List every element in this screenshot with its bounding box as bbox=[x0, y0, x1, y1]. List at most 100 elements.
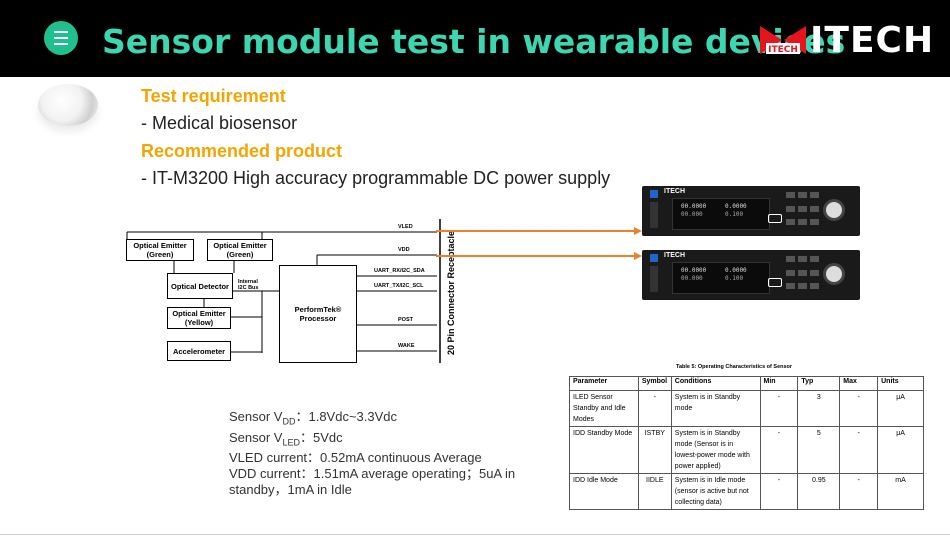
side-panel bbox=[650, 266, 658, 292]
cell: - bbox=[759, 473, 799, 510]
device-brand: ITECH bbox=[664, 188, 685, 195]
cell: - bbox=[839, 473, 879, 510]
power-supply-2: ITECH 00.0000 0.0000 00.000 0.100 bbox=[642, 250, 860, 300]
device-brand: ITECH bbox=[664, 252, 685, 259]
signal-uart-tx: UART_TX/I2C_SCL bbox=[374, 283, 424, 289]
header-bar: Sensor module test in wearable devices I… bbox=[0, 0, 950, 77]
key[interactable] bbox=[786, 205, 795, 212]
cell: μA bbox=[877, 390, 924, 427]
connector-label: 20 Pin Connector Receptacle bbox=[446, 230, 456, 356]
key[interactable] bbox=[786, 283, 795, 290]
cell: - bbox=[759, 426, 799, 474]
spec-vled-current: VLED current：0.52mA continuous Average bbox=[229, 450, 482, 466]
spec-vdd-current: VDD current：1.51mA average operating；5uA… bbox=[229, 466, 516, 482]
key[interactable] bbox=[810, 205, 819, 212]
internal-bus-label: Internal I2C Bus bbox=[238, 279, 259, 291]
a-setpoint: 0.100 bbox=[725, 275, 744, 282]
cell: System is in Standby mode (Sensor is in … bbox=[670, 426, 761, 474]
usb-port-icon bbox=[768, 214, 782, 223]
table-row: IDD Idle Mode IIDLE System is in Idle mo… bbox=[569, 473, 924, 510]
cell: mA bbox=[877, 473, 924, 510]
key[interactable] bbox=[810, 219, 819, 226]
a-readout: 0.0000 bbox=[725, 203, 747, 210]
a-readout: 0.0000 bbox=[725, 267, 747, 274]
cell: - bbox=[759, 390, 799, 427]
header-conditions: Conditions bbox=[670, 376, 761, 391]
key[interactable] bbox=[798, 192, 807, 198]
key[interactable] bbox=[798, 283, 807, 290]
key[interactable] bbox=[810, 283, 819, 290]
header-max: Max bbox=[839, 376, 879, 391]
cell: μA bbox=[877, 426, 924, 474]
power-supply-1: ITECH 00.0000 0.0000 00.000 0.100 bbox=[642, 186, 860, 236]
key[interactable] bbox=[810, 192, 819, 198]
v-readout: 00.0000 bbox=[681, 267, 707, 274]
spec-vdd-current-cont: standby，1mA in Idle bbox=[229, 482, 352, 498]
key[interactable] bbox=[810, 256, 819, 262]
cell: 5 bbox=[797, 426, 841, 474]
cell: - bbox=[637, 390, 672, 427]
header-min: Min bbox=[759, 376, 799, 391]
key[interactable] bbox=[798, 205, 807, 212]
page-title: Sensor module test in wearable devices bbox=[102, 22, 846, 61]
keypad[interactable] bbox=[786, 192, 819, 230]
key[interactable] bbox=[786, 219, 795, 226]
decorative-orb bbox=[38, 84, 98, 126]
block-diagram: Optical Emitter (Green) Optical Emitter … bbox=[122, 215, 462, 365]
optical-emitter-green-1: Optical Emitter (Green) bbox=[126, 239, 194, 261]
test-requirement-item: - Medical biosensor bbox=[141, 113, 298, 133]
spec-list: Sensor VDD：1.8Vdc~3.3Vdc Sensor VLED：5Vd… bbox=[229, 409, 515, 498]
logo-mark-text: ITECH bbox=[768, 45, 798, 55]
usb-port-icon bbox=[768, 278, 782, 287]
cell: ISTBY bbox=[637, 426, 672, 474]
optical-detector: Optical Detector bbox=[167, 273, 233, 299]
power-button[interactable] bbox=[650, 254, 658, 262]
rotary-knob[interactable] bbox=[823, 263, 845, 285]
recommended-heading: Recommended product bbox=[141, 141, 343, 161]
side-panel bbox=[650, 202, 658, 228]
a-setpoint: 0.100 bbox=[725, 211, 744, 218]
hamburger-icon bbox=[54, 29, 68, 47]
key[interactable] bbox=[798, 269, 807, 276]
cell: IIDLE bbox=[637, 473, 672, 510]
menu-button[interactable] bbox=[44, 21, 78, 55]
processor: PerformTek® Processor bbox=[279, 265, 357, 363]
key[interactable] bbox=[786, 269, 795, 276]
logo-text: ITECH bbox=[810, 19, 935, 61]
cell: 0.95 bbox=[797, 473, 841, 510]
logo-mark-icon: ITECH bbox=[760, 24, 806, 56]
key[interactable] bbox=[798, 256, 807, 262]
optical-emitter-yellow: Optical Emitter (Yellow) bbox=[167, 307, 231, 329]
signal-vdd: VDD bbox=[398, 247, 410, 253]
itech-logo: ITECH ITECH bbox=[760, 19, 935, 61]
signal-uart-rx: UART_RX/I2C_SDA bbox=[374, 268, 425, 274]
cell: IDD Standby Mode bbox=[569, 426, 639, 474]
v-setpoint: 00.000 bbox=[681, 275, 703, 282]
key[interactable] bbox=[786, 192, 795, 198]
header-typ: Typ bbox=[797, 376, 841, 391]
rotary-knob[interactable] bbox=[823, 199, 845, 221]
key[interactable] bbox=[786, 256, 795, 262]
accelerometer: Accelerometer bbox=[167, 341, 231, 361]
cell: IDD Idle Mode bbox=[569, 473, 639, 510]
header-units: Units bbox=[877, 376, 924, 391]
device-display: 00.0000 0.0000 00.000 0.100 bbox=[672, 198, 770, 230]
cell: System is in Standby mode bbox=[670, 390, 761, 427]
device-display: 00.0000 0.0000 00.000 0.100 bbox=[672, 262, 770, 294]
table-title: Table 5: Operating Characteristics of Se… bbox=[676, 364, 793, 370]
test-requirement-heading: Test requirement bbox=[141, 86, 286, 106]
spec-vdd: Sensor VDD：1.8Vdc~3.3Vdc bbox=[229, 409, 398, 427]
power-button[interactable] bbox=[650, 190, 658, 198]
optical-emitter-green-2: Optical Emitter (Green) bbox=[207, 239, 273, 261]
operating-characteristics-table: Parameter Symbol Conditions Min Typ Max … bbox=[569, 376, 924, 510]
key[interactable] bbox=[798, 219, 807, 226]
header-symbol: Symbol bbox=[637, 376, 672, 391]
signal-wake: WAKE bbox=[398, 343, 415, 349]
table-header-row: Parameter Symbol Conditions Min Typ Max … bbox=[569, 376, 924, 391]
keypad[interactable] bbox=[786, 256, 819, 294]
key[interactable] bbox=[810, 269, 819, 276]
bottom-divider bbox=[0, 534, 950, 535]
v-setpoint: 00.000 bbox=[681, 211, 703, 218]
signal-vled: VLED bbox=[398, 224, 413, 230]
cell: System is in Idle mode (sensor is active… bbox=[670, 473, 761, 510]
